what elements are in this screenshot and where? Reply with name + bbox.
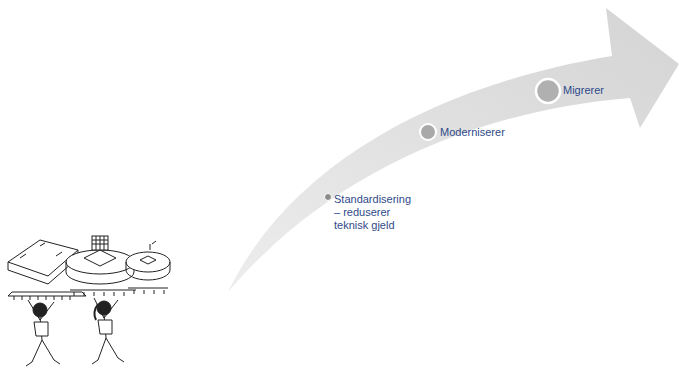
step-label: Standardisering – reduserer teknisk gjel… — [334, 193, 418, 232]
step-dot — [536, 79, 560, 103]
progress-arrow — [228, 8, 679, 292]
step-label: Moderniserer — [440, 126, 505, 139]
people-carrying-gears — [0, 236, 170, 366]
step-dot — [420, 124, 436, 140]
step-dot — [325, 194, 332, 201]
step-label: Migrerer — [563, 84, 604, 97]
